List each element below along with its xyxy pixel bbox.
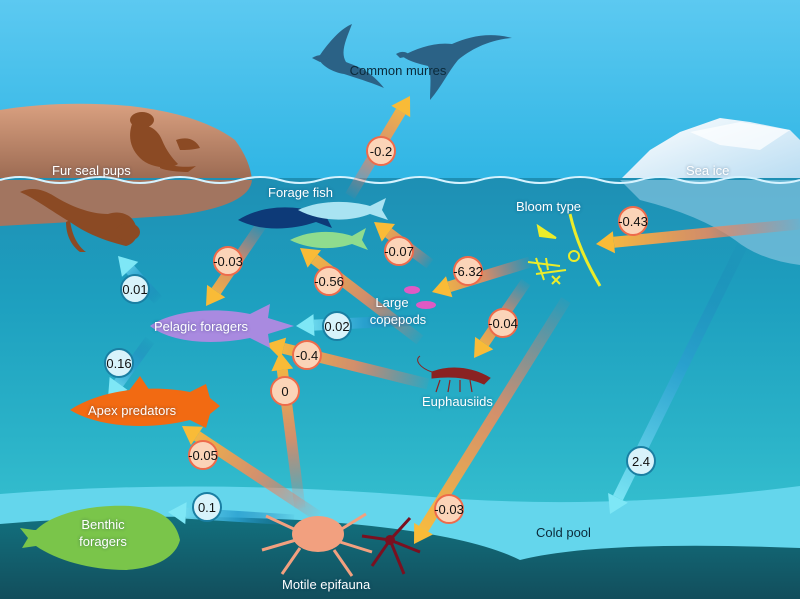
motile-epifauna-icon	[261, 512, 421, 577]
arrow-pelagic-apex-head	[108, 376, 128, 398]
arrow-murres-head	[391, 96, 411, 118]
bloom-phytoplankton-icon	[527, 213, 602, 287]
arrow-fish-pelagic-head	[206, 284, 226, 306]
common-murres-icon	[312, 24, 512, 100]
coefficient-bloom: -0.43	[618, 206, 648, 236]
coefficient-fish-pelagic: -0.03	[213, 246, 243, 276]
coefficient-bloom-euph: -0.04	[488, 308, 518, 338]
arrow-bloom-shaft	[613, 218, 800, 248]
arrow-bloom-copepods-head	[432, 276, 453, 298]
fur-seal-pups-label: Fur seal pups	[52, 163, 131, 178]
coefficient-copepods-pelagic: 0.02	[322, 311, 352, 341]
large-copepods-icon	[404, 286, 436, 309]
coefficient-epifauna-pelagic: 0	[270, 376, 300, 406]
large-copepods-label-line1: Large	[375, 295, 409, 310]
pelagic-foragers-icon	[150, 304, 294, 348]
forage-fish-icon	[238, 198, 388, 250]
arrow-bloom-epifauna-shaft	[418, 297, 571, 532]
arrow-coldpool-head	[608, 492, 628, 514]
forage-fish-label: Forage fish	[268, 185, 334, 200]
fur-seal-pup-on-land-icon	[130, 112, 200, 172]
arrow-copepods-pelagic-head	[296, 314, 315, 337]
arrow-epifauna-apex-head	[182, 426, 204, 446]
coefficient-seal: 0.01	[120, 274, 150, 304]
coefficient-epifauna-apex: -0.05	[188, 440, 218, 470]
arrow-epifauna-pelagic-head	[271, 352, 294, 372]
sea-ice-label: Sea ice	[686, 163, 730, 178]
coefficient-epifauna-benthic: 0.1	[192, 492, 222, 522]
coefficient-bloom-epifauna: -0.03	[434, 494, 464, 524]
benthic-foragers-icon	[20, 505, 180, 570]
benthic-foragers-label-line2: foragers	[79, 534, 127, 549]
arrow-seal-head	[118, 256, 139, 277]
bloom-type-label: Bloom type	[516, 199, 582, 214]
pelagic-foragers-label: Pelagic foragers	[154, 319, 248, 334]
arrow-euph-fish-head	[374, 222, 395, 242]
coefficient-murres: -0.2	[366, 136, 396, 166]
euphausiids-label: Euphausiids	[422, 394, 493, 409]
motile-epifauna-label: Motile epifauna	[282, 577, 371, 592]
euphausiids-icon	[417, 355, 491, 393]
benthic-foragers-label-line1: Benthic	[81, 517, 125, 532]
common-murres-label: Common murres	[349, 63, 447, 78]
coefficient-bloom-copepods: -6.32	[453, 256, 483, 286]
arrow-copepods-fish-head	[300, 248, 321, 268]
coefficient-euph-pelagic: -0.4	[292, 340, 322, 370]
arrow-epifauna-benthic-head	[168, 502, 187, 525]
arrow-bloom-euph-head	[474, 336, 494, 358]
apex-predators-label: Apex predators	[88, 403, 177, 418]
coefficient-copepods-fish: -0.56	[314, 266, 344, 296]
apex-predators-icon	[70, 376, 220, 428]
coefficient-euph-fish: -0.07	[384, 236, 414, 266]
coefficient-pelagic-apex: 0.16	[104, 348, 134, 378]
arrow-bloom-epifauna-head	[414, 522, 433, 544]
coefficient-coldpool: 2.4	[626, 446, 656, 476]
large-copepods-label-line2: copepods	[369, 312, 427, 327]
cold-pool-label: Cold pool	[536, 525, 591, 540]
fur-seal-pup-swimming-icon	[20, 189, 140, 252]
arrow-bloom-head	[596, 231, 615, 254]
